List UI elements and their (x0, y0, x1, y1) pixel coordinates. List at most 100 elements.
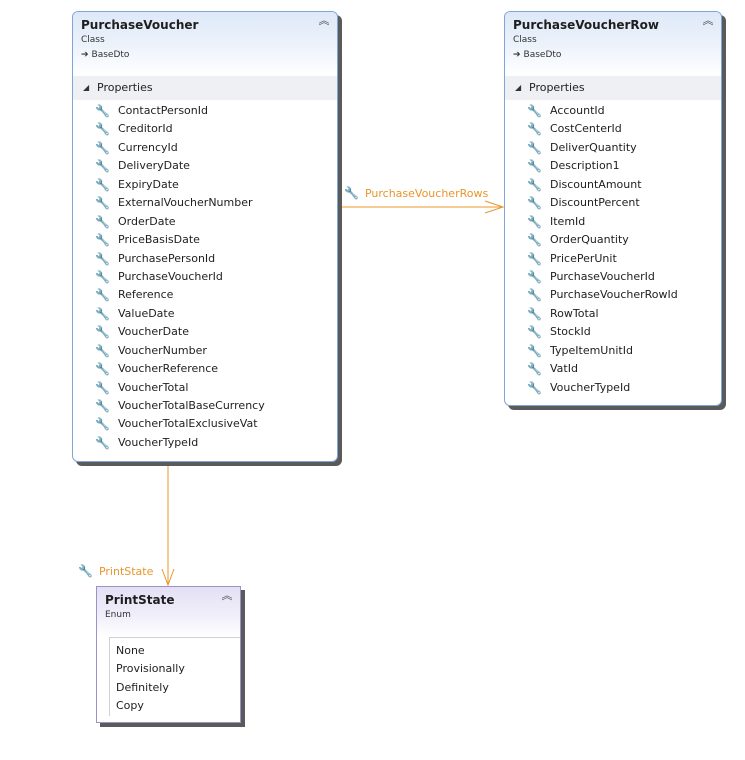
wrench-icon: 🔧 (95, 251, 110, 266)
wrench-icon: 🔧 (95, 362, 110, 377)
class-name: PurchaseVoucher (81, 18, 199, 32)
triangle-down-icon[interactable]: ◢ (515, 83, 522, 92)
property-item[interactable]: 🔧PurchaseVoucherRowId (505, 286, 721, 304)
property-name: VoucherReference (118, 362, 219, 376)
wrench-icon: 🔧 (95, 140, 110, 155)
wrench-icon: 🔧 (95, 417, 110, 432)
property-name: ExpiryDate (118, 177, 179, 191)
enum-value[interactable]: Provisionally (110, 660, 240, 678)
enum-header: PrintState Enum ︽ (97, 587, 240, 637)
property-item[interactable]: 🔧ValueDate (73, 305, 337, 323)
property-name: ExternalVoucherNumber (118, 196, 253, 210)
property-item[interactable]: 🔧StockId (505, 323, 721, 341)
property-item[interactable]: 🔧PurchaseVoucherId (505, 268, 721, 286)
enum-value[interactable]: Definitely (110, 679, 240, 697)
property-item[interactable]: 🔧RowTotal (505, 305, 721, 323)
double-chevron-up-icon[interactable]: ︽ (318, 14, 330, 27)
property-item[interactable]: 🔧VoucherNumber (73, 342, 337, 360)
properties-section-header[interactable]: ◢ Properties (505, 76, 721, 100)
class-name: PurchaseVoucherRow (513, 18, 659, 32)
enum-value-name: Provisionally (116, 662, 185, 676)
property-item[interactable]: 🔧PricePerUnit (505, 250, 721, 268)
class-kind: Class (513, 35, 537, 45)
wrench-icon: 🔧 (95, 159, 110, 174)
wrench-icon: 🔧 (527, 251, 542, 266)
property-item[interactable]: 🔧 CurrencyId (73, 139, 337, 157)
property-item[interactable]: 🔧 DeliveryDate (73, 157, 337, 175)
wrench-icon: 🔧 (95, 233, 110, 248)
property-name: VoucherTotalExclusiveVat (118, 417, 258, 431)
property-name: Description1 (550, 159, 620, 173)
class-purchase-voucher[interactable]: PurchaseVoucher Class ➔BaseDto ︽ ◢ Prope… (72, 11, 338, 462)
property-item[interactable]: 🔧VoucherTypeId (505, 379, 721, 397)
property-item[interactable]: 🔧CreditorId (73, 120, 337, 138)
property-item[interactable]: 🔧ItemId (505, 213, 721, 231)
association-name: PrintState (98, 565, 154, 578)
property-item[interactable]: 🔧PurchasePersonId (73, 250, 337, 268)
wrench-icon: 🔧 (527, 325, 542, 340)
wrench-icon: 🔧 (527, 343, 542, 358)
class-base: ➔BaseDto (513, 50, 561, 60)
association-printstate-label[interactable]: 🔧PrintState (78, 564, 153, 578)
property-item[interactable]: 🔧VoucherDate (73, 323, 337, 341)
wrench-icon: 🔧 (527, 104, 542, 118)
wrench-icon: 🔧 (95, 343, 110, 358)
property-item[interactable]: 🔧DiscountAmount (505, 176, 721, 194)
wrench-icon: 🔧 (95, 435, 110, 450)
property-item[interactable]: 🔧 DeliverQuantity (505, 139, 721, 157)
property-item[interactable]: 🔧Description1 (505, 157, 721, 175)
property-item[interactable]: 🔧 AccountId (505, 102, 721, 120)
property-item[interactable]: 🔧VoucherTypeId (73, 434, 337, 452)
property-item[interactable]: 🔧OrderQuantity (505, 231, 721, 249)
property-name: DeliverQuantity (550, 140, 637, 154)
property-name: PurchaseVoucherId (550, 269, 655, 283)
property-item[interactable]: 🔧VoucherTotalBaseCurrency (73, 397, 337, 415)
property-item[interactable]: 🔧 VoucherTotalExclusiveVat (73, 415, 337, 433)
property-name: DeliveryDate (118, 159, 190, 173)
property-item[interactable]: 🔧VoucherTotal (73, 379, 337, 397)
properties-section-header[interactable]: ◢ Properties (73, 76, 337, 100)
property-item[interactable]: 🔧ContactPersonId (73, 102, 337, 120)
arrow-right-icon: ➔ (81, 50, 89, 60)
wrench-icon: 🔧 (527, 214, 542, 229)
property-name: RowTotal (550, 306, 599, 320)
property-item[interactable]: 🔧TypeItemUnitId (505, 342, 721, 360)
wrench-icon: 🔧 (95, 196, 110, 211)
property-item[interactable]: 🔧PurchaseVoucherId (73, 268, 337, 286)
property-name: PurchaseVoucherRowId (550, 288, 678, 302)
wrench-icon: 🔧 (95, 122, 110, 137)
triangle-down-icon[interactable]: ◢ (83, 83, 90, 92)
property-name: VoucherTotal (118, 380, 189, 394)
wrench-icon: 🔧 (95, 214, 110, 229)
property-item[interactable]: 🔧Reference (73, 286, 337, 304)
enum-value[interactable]: Copy (110, 697, 240, 715)
double-chevron-up-icon[interactable]: ︽ (702, 14, 714, 27)
association-name: PurchaseVoucherRows (364, 187, 489, 200)
class-header: PurchaseVoucherRow Class ➔BaseDto ︽ (505, 12, 721, 76)
class-header: PurchaseVoucher Class ➔BaseDto ︽ (73, 12, 337, 76)
property-item[interactable]: 🔧 VoucherReference (73, 360, 337, 378)
property-name: ContactPersonId (118, 104, 208, 117)
base-type: BaseDto (91, 50, 130, 60)
property-item[interactable]: 🔧PriceBasisDate (73, 231, 337, 249)
property-item[interactable]: 🔧 ExternalVoucherNumber (73, 194, 337, 212)
property-item[interactable]: 🔧OrderDate (73, 213, 337, 231)
property-item[interactable]: 🔧VatId (505, 360, 721, 378)
wrench-icon: 🔧 (527, 140, 542, 155)
property-name: AccountId (550, 104, 605, 117)
property-item[interactable]: 🔧CostCenterId (505, 120, 721, 138)
property-item[interactable]: 🔧DiscountPercent (505, 194, 721, 212)
property-item[interactable]: 🔧ExpiryDate (73, 176, 337, 194)
property-name: DiscountAmount (550, 177, 642, 191)
wrench-icon: 🔧 (527, 122, 542, 137)
enum-name: PrintState (105, 593, 175, 607)
double-chevron-up-icon[interactable]: ︽ (221, 589, 233, 602)
association-rows-label[interactable]: 🔧PurchaseVoucherRows (344, 186, 488, 200)
property-name: VatId (550, 362, 578, 376)
property-name: CurrencyId (118, 140, 178, 154)
enum-value[interactable]: None (110, 642, 240, 660)
class-purchase-voucher-row[interactable]: PurchaseVoucherRow Class ➔BaseDto ︽ ◢ Pr… (504, 11, 722, 406)
property-name: ValueDate (118, 306, 175, 320)
